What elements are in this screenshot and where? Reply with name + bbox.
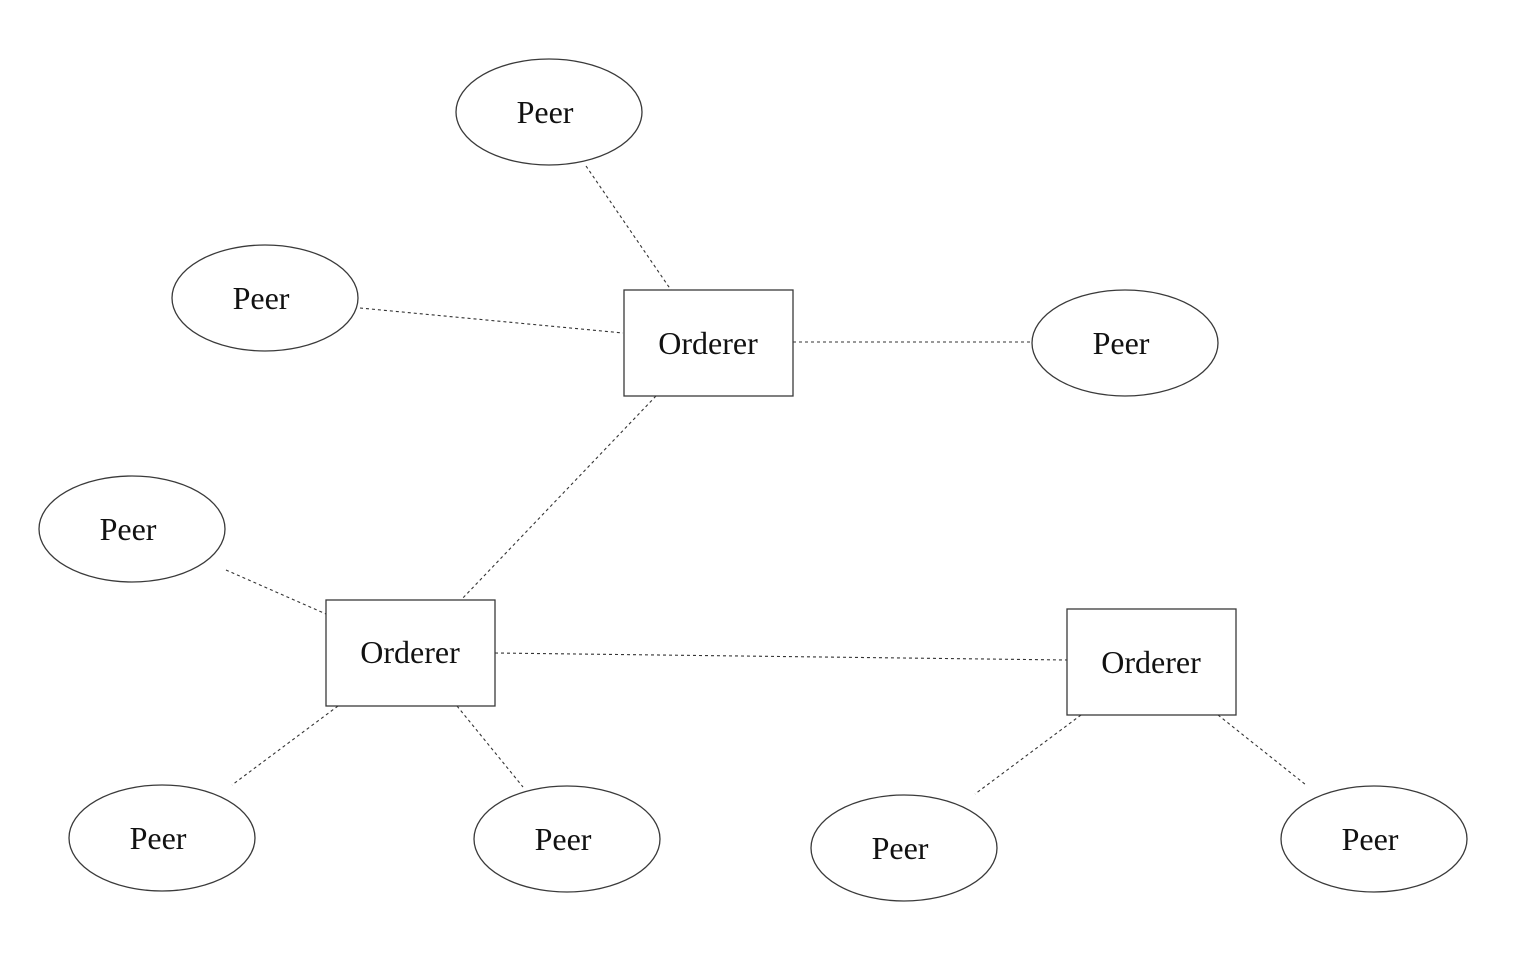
peer-ellipse: [473, 785, 661, 893]
peer-label: Peer: [233, 280, 290, 316]
edge-orderer-left-to-orderer-right: [494, 652, 1068, 661]
peer-ellipse: [1280, 785, 1468, 893]
peer-ellipse: [810, 794, 998, 902]
peer-ellipse: [68, 784, 256, 892]
orderer-label: Orderer: [1101, 644, 1201, 680]
peer-node-mid-left: Peer: [38, 475, 226, 583]
peer-label: Peer: [517, 94, 574, 130]
orderer-node-right: Orderer: [1066, 608, 1237, 716]
peer-node-top: Peer: [455, 58, 643, 166]
peer-label: Peer: [1093, 325, 1150, 361]
edge-peer-upper-left-to-orderer-top: [359, 307, 624, 334]
orderer-box: [325, 599, 496, 707]
edge-peer-mid-left-to-orderer-left: [225, 569, 327, 615]
peer-node-bottom-right-b: Peer: [1280, 785, 1468, 893]
peer-label: Peer: [100, 511, 157, 547]
orderer-node-top: Orderer: [623, 289, 794, 397]
peer-node-upper-left: Peer: [171, 244, 359, 352]
peer-label: Peer: [872, 830, 929, 866]
peer-ellipse: [38, 475, 226, 583]
peer-ellipse: [455, 58, 643, 166]
orderer-label: Orderer: [360, 634, 460, 670]
edges: [225, 165, 1307, 795]
orderer-box: [1066, 608, 1237, 716]
edge-orderer-left-to-peer-bottom-center: [456, 705, 524, 788]
peer-node-bottom-center: Peer: [473, 785, 661, 893]
edge-peer-top-to-orderer-top: [585, 165, 672, 291]
peer-ellipse: [171, 244, 359, 352]
orderer-label: Orderer: [658, 325, 758, 361]
peer-label: Peer: [1342, 821, 1399, 857]
peer-node-bottom-right-a: Peer: [810, 794, 998, 902]
peer-node-bottom-left: Peer: [68, 784, 256, 892]
edge-orderer-right-to-peer-bottom-right-b: [1217, 714, 1307, 786]
edge-orderer-top-to-orderer-left: [460, 395, 657, 601]
orderer-node-left: Orderer: [325, 599, 496, 707]
edge-orderer-left-to-peer-bottom-left: [231, 705, 339, 786]
peer-label: Peer: [130, 820, 187, 856]
peer-label: Peer: [535, 821, 592, 857]
peer-node-upper-right: Peer: [1031, 289, 1219, 397]
orderer-box: [623, 289, 794, 397]
edge-orderer-right-to-peer-bottom-right-a: [974, 714, 1082, 795]
peer-ellipse: [1031, 289, 1219, 397]
